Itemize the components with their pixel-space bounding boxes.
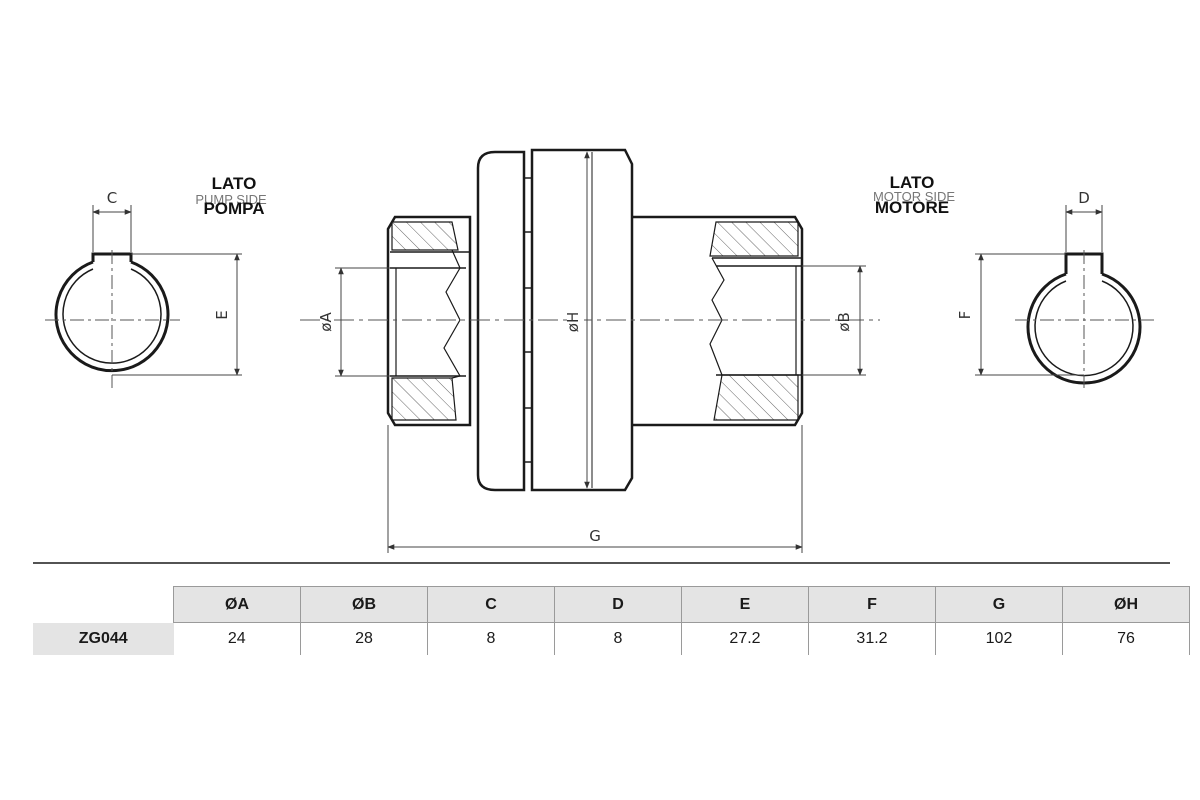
value-cell-a: 24: [173, 622, 301, 655]
dimension-g: G: [387, 425, 803, 553]
header-cell-d: D: [554, 586, 682, 623]
row-code: ZG044: [33, 622, 174, 655]
dimension-b: øB: [802, 265, 866, 376]
dimension-a-label: øA: [317, 312, 335, 332]
motor-side-title-line1: LATO: [890, 173, 935, 192]
dimension-f-label: F: [956, 311, 974, 320]
table-row: ZG044 24 28 8 8 27.2 31.2 102 76: [33, 622, 1190, 655]
coupling-section-view: øA øB øH G: [300, 148, 880, 553]
value-cell-g: 102: [935, 622, 1063, 655]
value-cell-c: 8: [427, 622, 555, 655]
header-cell-e: E: [681, 586, 809, 623]
specs-header-row: ØA ØB C D E F G ØH: [33, 586, 1190, 623]
dimension-f: F: [956, 253, 1084, 376]
spider-elements: [524, 177, 532, 463]
header-cell-c: C: [427, 586, 555, 623]
pump-flange: [476, 150, 526, 492]
motor-flange: [530, 148, 634, 492]
pump-hub: [386, 215, 472, 427]
specs-corner-cell: [33, 586, 174, 623]
specs-table: ØA ØB C D E F G ØH ZG044 24 28 8 8 27.2 …: [33, 586, 1190, 655]
dimension-e-label: E: [213, 310, 231, 319]
motor-side-title-line2: MOTORE: [875, 198, 949, 217]
dimension-h-label: øH: [564, 312, 582, 332]
header-cell-b: ØB: [300, 586, 428, 623]
dimension-e: E: [112, 253, 242, 376]
pump-side-title-line2: POMPA: [203, 199, 264, 218]
value-cell-f: 31.2: [808, 622, 936, 655]
header-cell-h: ØH: [1062, 586, 1190, 623]
value-cell-e: 27.2: [681, 622, 809, 655]
header-cell-f: F: [808, 586, 936, 623]
dimension-d: D: [1065, 189, 1103, 252]
dimension-c-label: C: [107, 189, 117, 207]
value-cell-d: 8: [554, 622, 682, 655]
value-cell-b: 28: [300, 622, 428, 655]
motor-hub: [632, 215, 804, 427]
dimension-h: øH: [564, 151, 590, 489]
dimension-a: øA: [317, 267, 390, 377]
dimension-b-label: øB: [835, 312, 853, 331]
dimension-d-label: D: [1078, 189, 1090, 207]
motor-side-subtitle: MOTOR SIDE: [873, 189, 955, 204]
header-cell-g: G: [935, 586, 1063, 623]
pump-side-view: C E PUMP SIDE LATO POMPA: [45, 174, 267, 388]
pump-side-title-line1: LATO: [212, 174, 257, 193]
dimension-g-label: G: [589, 527, 601, 545]
pump-side-subtitle: PUMP SIDE: [195, 192, 267, 207]
header-cell-a: ØA: [173, 586, 301, 623]
value-cell-h: 76: [1062, 622, 1190, 655]
dimension-c: C: [92, 189, 132, 252]
motor-side-view: D F MOTOR SIDE LATO MOTORE: [873, 173, 1155, 388]
